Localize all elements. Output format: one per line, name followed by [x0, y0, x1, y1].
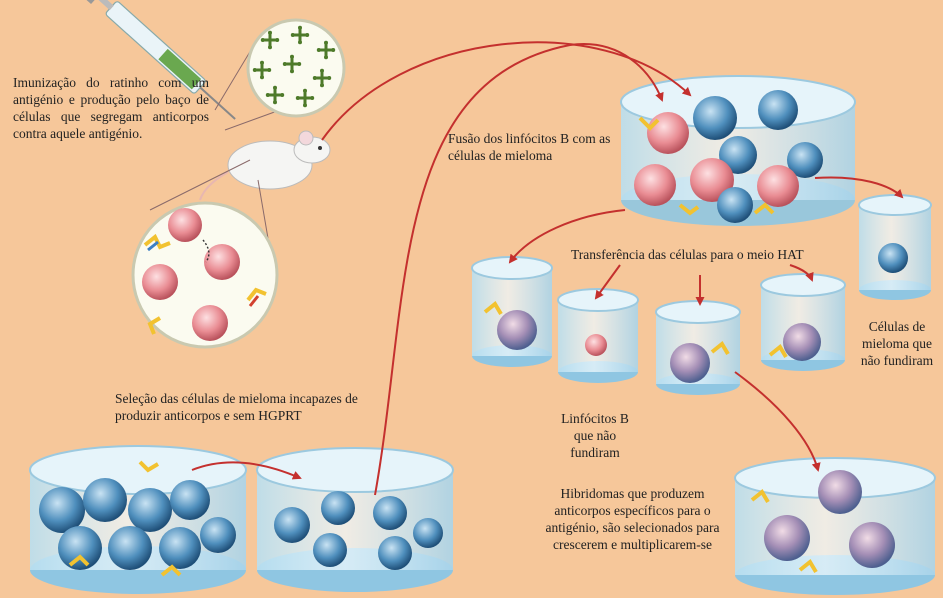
mouse	[199, 130, 331, 201]
hat-beaker-4	[760, 273, 846, 371]
syringe	[85, 0, 236, 120]
antigen-icon	[282, 54, 302, 74]
antigen-molecules	[252, 25, 336, 108]
process-arrows	[191, 41, 904, 496]
selection-dish-2	[256, 447, 454, 592]
arrow-to-beaker4	[789, 264, 814, 282]
antigen-icon	[260, 30, 280, 50]
label-lymph-unfused: Linfócitos B que não fundiram	[561, 411, 629, 460]
arrow-dish1-to-dish2	[191, 461, 302, 480]
arrow-selection-to-fusion	[374, 43, 664, 496]
arrow-fusion-to-myeloma-beaker	[814, 176, 904, 199]
hybridoma-dish	[734, 457, 936, 595]
label-transfer: Transferência das células para o meio HA…	[571, 247, 804, 262]
label-fusion: Fusão dos linfócitos B com as células de…	[448, 131, 611, 163]
hat-beaker-1	[471, 256, 553, 367]
spleen-cells-circle	[131, 201, 279, 349]
antigen-icon	[312, 68, 332, 88]
hat-beaker-3	[655, 300, 741, 395]
arrow-fusion-to-beaker1	[508, 209, 626, 264]
antigen-circle	[246, 18, 346, 118]
antigen-icon	[295, 88, 315, 108]
label-hybridomas: Hibridomas que produzem anticorpos espec…	[545, 486, 720, 552]
zoom-line	[224, 109, 281, 131]
antigen-icon	[265, 85, 285, 105]
antigen-icon	[290, 25, 310, 45]
selection-dish-1	[29, 445, 247, 594]
arrow-mouse-to-fusion	[321, 41, 692, 141]
arrow-beaker3-to-hybridoma-dish	[734, 371, 821, 472]
arrow-to-beaker2	[594, 264, 621, 300]
myeloma-unfused-beaker	[858, 194, 932, 300]
label-selection: Seleção das células de mieloma incapazes…	[115, 391, 358, 423]
label-immunization: Imunização do ratinho com um antigénio e…	[13, 75, 209, 141]
antigen-icon	[252, 60, 272, 80]
antigen-icon	[316, 40, 336, 60]
hat-beaker-2	[557, 288, 639, 383]
label-myeloma-unfused: Células de mieloma que não fundiram	[860, 319, 934, 368]
fusion-dish	[620, 75, 856, 226]
zoom-line	[149, 159, 251, 211]
